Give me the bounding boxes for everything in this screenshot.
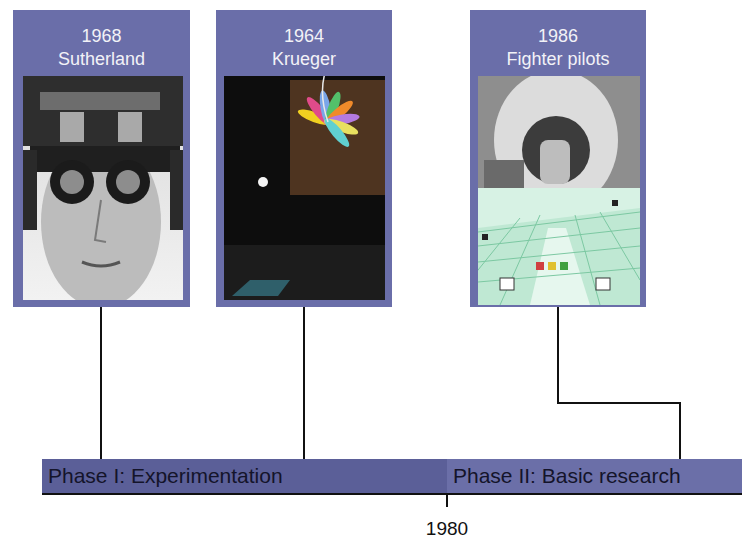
illustration-part [170,150,183,230]
illustration-part [500,278,514,290]
illustration-part [50,160,94,204]
illustration-part [118,112,142,142]
card-year: 1968 [13,25,190,48]
illustration-part [224,245,385,300]
illustration-part [224,76,385,300]
illustration-part [478,212,640,305]
illustration-part [82,262,120,266]
connector-line [100,307,102,459]
illustration-part [322,116,353,150]
illustration-part [290,80,385,195]
illustration-part [522,116,590,184]
phase-band: Phase II: Basic research [447,459,742,493]
illustration-part [500,215,540,305]
phase-title: Phase II: Basic research [453,463,681,489]
illustration-part [548,262,556,270]
illustration-part [482,234,488,240]
illustration-part [478,246,640,262]
installation-photo [224,76,385,300]
illustration-part [40,92,160,110]
illustration-part [60,112,84,142]
year-label: 1980 [426,518,468,540]
timeline-card: 1968Sutherland [13,10,190,307]
illustration-part [23,76,183,146]
timeline-card: 1986Fighter pilots [470,10,646,307]
illustration-part [258,177,268,187]
timeline-card: 1964Krueger [216,10,392,307]
illustration-part [478,228,640,246]
illustration-part [116,170,140,194]
illustration-part [296,76,360,150]
card-title: Fighter pilots [470,48,646,71]
illustration-part [95,200,106,242]
illustration-part [478,188,640,305]
illustration-part [478,218,520,280]
illustration-part [575,215,600,305]
illustration-part [478,208,640,305]
illustration-part [560,262,568,270]
illustration-part [536,262,544,270]
illustration-part [540,140,570,184]
connector-line [558,307,680,459]
illustration-part [60,170,84,194]
connector-line [303,307,305,459]
illustration-part [30,146,180,172]
card-title: Sutherland [13,48,190,71]
phase-band: Phase I: Experimentation [42,459,447,493]
card-title: Krueger [216,48,392,71]
illustration-part [484,160,524,188]
card-year: 1986 [470,25,646,48]
timeline-axis [42,493,742,495]
year-tick [446,493,448,507]
card-panel [470,10,646,307]
illustration-part [23,76,183,300]
phase-title: Phase I: Experimentation [48,463,283,489]
illustration-part [478,212,640,232]
illustration-part [23,150,37,230]
illustration-part [600,212,640,280]
card-panel [216,10,392,307]
illustration-part [322,76,328,122]
illustration-part [612,200,618,206]
illustration-part [596,278,610,290]
hmd-photo [23,76,183,308]
illustration-part [232,280,290,296]
card-year: 1964 [216,25,392,48]
card-panel [13,10,190,307]
illustration-part [106,160,150,204]
pilot-photo [478,76,640,305]
